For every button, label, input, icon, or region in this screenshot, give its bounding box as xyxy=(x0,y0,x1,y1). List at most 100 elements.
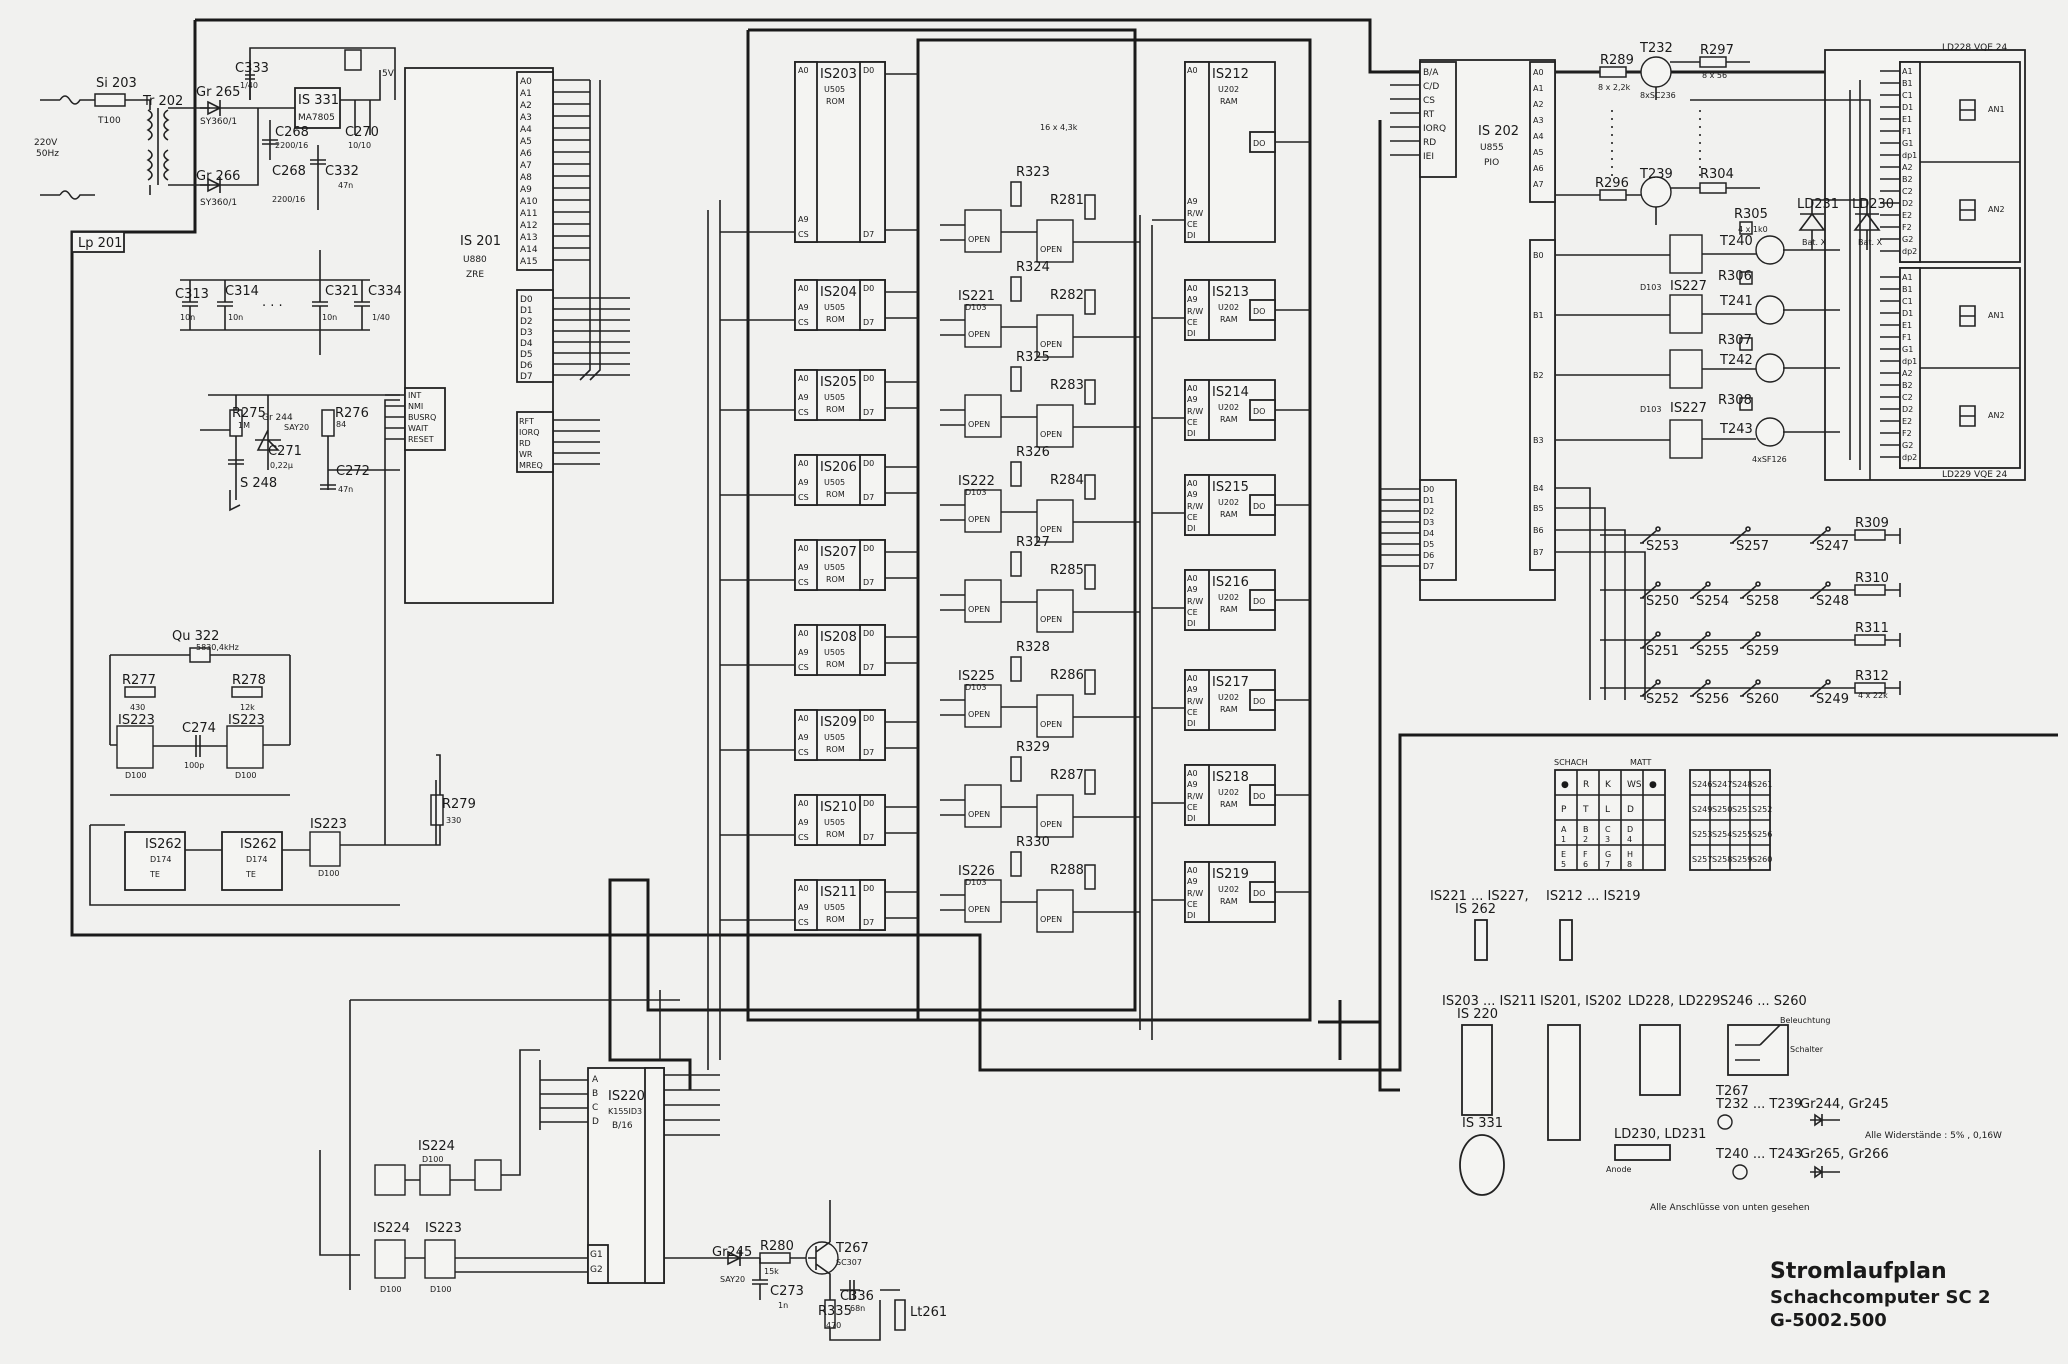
res-r275 xyxy=(229,409,243,437)
rom-pin: D0 xyxy=(863,714,874,723)
ram-wire xyxy=(1152,599,1310,609)
segment-wire xyxy=(1880,238,1900,446)
open-label: OPEN xyxy=(968,710,990,719)
ram-pin: R/W xyxy=(1187,792,1203,801)
switch-symbol xyxy=(1740,635,1757,649)
decoder-ic xyxy=(587,1067,665,1284)
switch-symbol xyxy=(1640,635,1657,649)
rom-role: ROM xyxy=(826,575,845,584)
pullup-res xyxy=(1084,669,1096,695)
ram-wire xyxy=(1152,409,1310,419)
keyboard-matrix xyxy=(1556,487,1901,700)
segment-wire xyxy=(1880,202,1900,410)
transistor-label: T267 xyxy=(835,1241,869,1256)
decoder-out-block xyxy=(644,1067,665,1284)
rom-label: IS205 xyxy=(820,375,857,390)
gate-wire xyxy=(940,504,1140,523)
switch-label: S252 xyxy=(1646,692,1679,707)
segment-pin: C2 xyxy=(1902,393,1913,402)
switch-legend-cell: S252 xyxy=(1752,805,1772,814)
rom-pin: D7 xyxy=(863,663,874,672)
key-switch: S248 xyxy=(1810,581,1849,609)
rom-role: ROM xyxy=(826,405,845,414)
rom-data-block xyxy=(859,709,886,761)
gate-label: IS224 xyxy=(373,1221,410,1236)
ram-wire xyxy=(1152,141,1310,221)
rom-pin: D0 xyxy=(863,374,874,383)
pio-pin: D7 xyxy=(1423,562,1434,571)
rom-pin: D0 xyxy=(863,66,874,75)
pio-pin: D4 xyxy=(1423,529,1434,538)
switch-symbol xyxy=(1640,530,1657,544)
pio-data-block xyxy=(1419,479,1457,581)
cpu-pin: A3 xyxy=(520,113,532,123)
ram-pin: DO xyxy=(1253,889,1265,898)
segment-pin: D1 xyxy=(1902,103,1913,112)
divider-ff xyxy=(89,399,444,906)
cpu-pin: D3 xyxy=(520,328,533,338)
res-label: R308 xyxy=(1718,393,1752,408)
cap-value: 2200/16 xyxy=(272,195,305,204)
cpu-ctrl-in-block xyxy=(404,387,446,451)
cpu-pin: A0 xyxy=(520,77,532,87)
pinout-display xyxy=(1639,1024,1681,1096)
led-label: LD231 xyxy=(1797,197,1839,212)
gate-is224d xyxy=(374,1239,406,1279)
ram-pin: R/W xyxy=(1187,697,1203,706)
zener-label: Gr 244 xyxy=(262,413,293,423)
res-label: R311 xyxy=(1855,621,1889,636)
rom-data-block xyxy=(859,794,886,846)
switch-contact xyxy=(1705,581,1711,587)
pinout-title: IS203 ... IS211 xyxy=(1442,994,1536,1009)
cpu-pin: A9 xyxy=(520,185,532,195)
fuse-label: Si 203 xyxy=(96,76,137,91)
diode-type: SAY20 xyxy=(720,1275,745,1284)
rom-pin: D0 xyxy=(863,284,874,293)
open-gate xyxy=(964,209,1002,253)
led-bat: Bat. X xyxy=(1858,238,1883,247)
legend-cell: 4 xyxy=(1627,835,1632,844)
switch-contact xyxy=(1655,581,1661,587)
ram-role: RAM xyxy=(1220,97,1238,106)
ram-type: U202 xyxy=(1218,303,1239,312)
cpu-type: U880 xyxy=(463,255,487,265)
an2-label: AN2 xyxy=(1988,205,2005,214)
res-value: 12k xyxy=(240,703,255,712)
pullup-res xyxy=(1084,564,1096,590)
segment-wire xyxy=(1880,226,1900,434)
rom-pin: D0 xyxy=(863,459,874,468)
open-gate xyxy=(1036,404,1074,448)
rom-pin: CS xyxy=(798,918,809,927)
cap-label: C321 xyxy=(325,284,359,299)
ram-addr-block xyxy=(1184,764,1210,826)
pio-pin: D3 xyxy=(1423,518,1434,527)
ram-pin: A9 xyxy=(1187,295,1198,304)
switch-legend-cell: S254 xyxy=(1712,830,1732,839)
ff-type: D174 xyxy=(246,855,267,864)
ram-pin: R/W xyxy=(1187,407,1203,416)
rom-label: IS206 xyxy=(820,460,857,475)
rom-addr-block xyxy=(794,539,818,591)
res-label: R326 xyxy=(1016,445,1050,460)
gate-type: D100 xyxy=(430,1285,451,1294)
cpu-pin: D4 xyxy=(520,339,533,349)
cpu-pin: D1 xyxy=(520,306,533,316)
ram-label: IS216 xyxy=(1212,575,1249,590)
rom-wire xyxy=(720,381,918,411)
res-label: R275 xyxy=(232,406,266,421)
rom-pin: A0 xyxy=(798,799,809,808)
ld229-label: LD229 VQE 24 xyxy=(1942,470,2007,480)
cap-label: C334 xyxy=(368,284,402,299)
cpu-pin: A14 xyxy=(520,245,538,255)
key-switch: S253 xyxy=(1640,526,1679,554)
switch-contact xyxy=(1825,581,1831,587)
pio-pins: B/AC/DCSRTIORQRDIEID0D1D2D3D4D5D6D7A0A1A… xyxy=(1380,68,1544,571)
segment-pins: A1A1B1B1C1C1D1D1E1E1F1F1G1G1dp1dp1A2A2B2… xyxy=(1880,67,1917,462)
rom-array: IS203U505ROMA0A9CSD0D7IS204U505ROMA0A9CS… xyxy=(720,61,918,931)
rom-pin: CS xyxy=(798,318,809,327)
pio-pin: IORQ xyxy=(1423,124,1446,134)
rom-wire xyxy=(720,73,918,233)
